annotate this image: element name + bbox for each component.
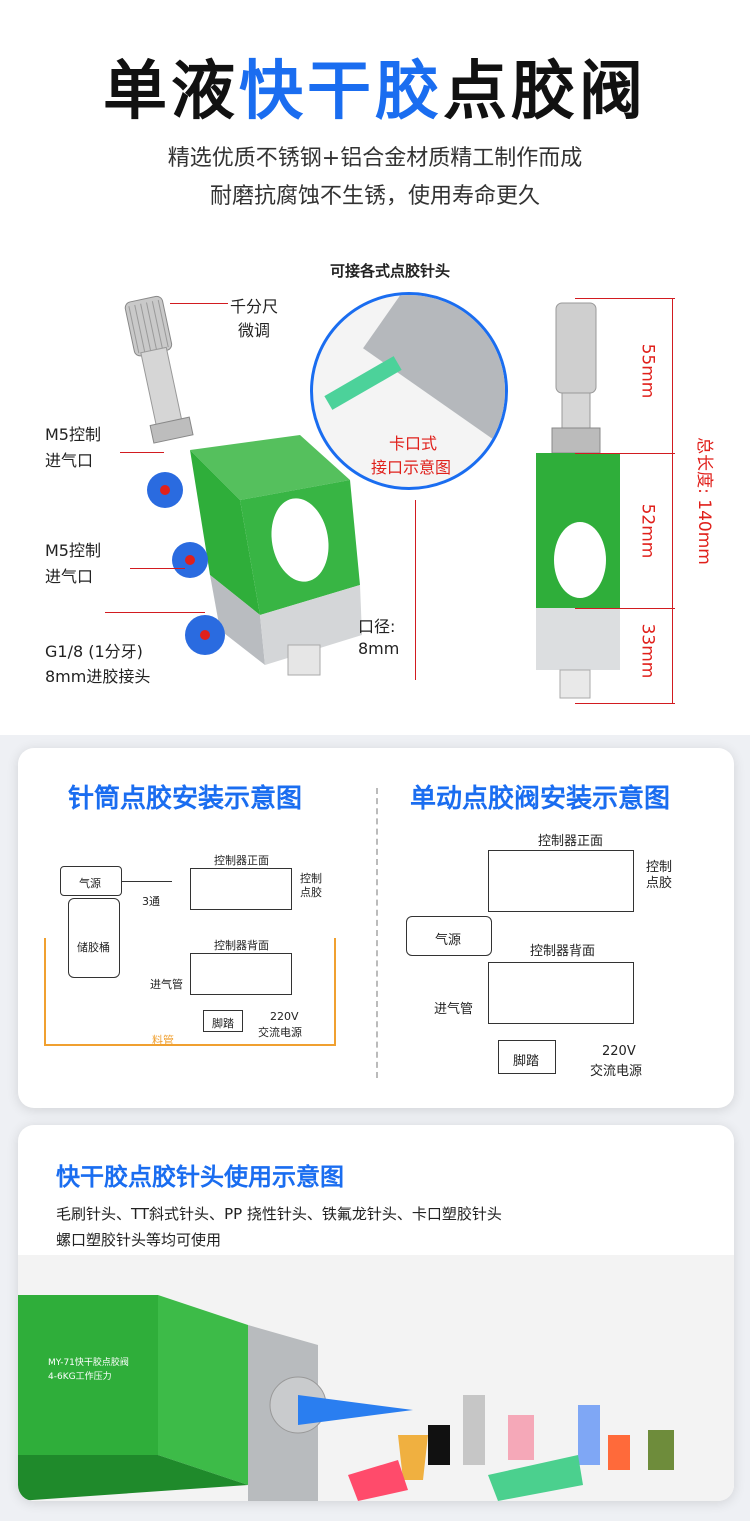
micrometer-leader [170,303,228,304]
left-pedal: 脚踏 [212,1017,234,1030]
needles-line2: 螺口塑胶针头等均可使用 [56,1231,222,1249]
needles-photo [18,1255,734,1501]
valve-label-plate: MY-71快干胶点胶阀 4-6KG工作压力 [48,1335,148,1405]
inlet-leader [105,612,205,613]
right-air-source: 气源 [435,933,462,948]
install-diagram-card: 针筒点胶安装示意图 单动点胶阀安装示意图 气源 3通 储胶桶 控制器正面 控制 … [18,748,734,1108]
right-pedal: 脚踏 [513,1054,540,1069]
dim-mid-label: 52mm [637,503,658,559]
feed-tube-line [44,938,336,1046]
dim-total-line [672,298,673,703]
m5-b-label-2: 进气口 [45,567,94,586]
title-part3: 点胶阀 [443,55,647,129]
dim-bottom-line [575,703,675,704]
micrometer-label-1: 千分尺 [230,297,279,316]
bayonet-label-2: 接口示意图 [371,458,452,477]
left-control-dispense-1: 控制 [300,872,322,885]
left-air-inlet: 进气管 [150,978,183,991]
bore-label-2: 8mm [358,639,400,658]
right-power-2: 交流电源 [590,1064,643,1079]
right-control-dispense-1: 控制 [646,860,673,875]
needles-valve-label-2: 4-6KG工作压力 [48,1372,112,1382]
right-diagram-title: 单动点胶阀安装示意图 [410,784,671,814]
needles-valve-label-1: MY-71快干胶点胶阀 [48,1358,129,1368]
feed-tube-label: 料管 [152,1034,174,1047]
inlet-label-2: 8mm进胶接头 [45,667,151,686]
total-length-label: 总长度: 140mm [693,437,714,565]
right-air-inlet: 进气管 [434,1002,474,1017]
dim-top-label: 55mm [637,343,658,399]
left-air-source: 气源 [79,877,101,890]
valve-illustration-right [536,302,620,699]
divider [376,788,378,1078]
left-controller-back [190,953,292,995]
three-way-label: 3通 [142,895,160,908]
subtitle-line1: 精选优质不锈钢+铝合金材质精工制作而成 [167,146,583,171]
reservoir-box: 储胶桶 [68,898,120,978]
bayonet-label-1: 卡口式 [389,434,438,453]
needles-card: 快干胶点胶针头使用示意图 毛刷针头、TT斜式针头、PP 挠性针头、铁氟龙针头、卡… [18,1125,734,1501]
needles-line1: 毛刷针头、TT斜式针头、PP 挠性针头、铁氟龙针头、卡口塑胶针头 [56,1205,502,1223]
title-part1: 单液 [103,55,239,129]
left-power-2: 交流电源 [258,1026,302,1039]
dim-lower-line [575,608,675,609]
dim-bottom-label: 33mm [637,623,658,679]
inlet-label-1: G1/8 (1分牙) [45,642,143,661]
dim-top-line [575,298,675,299]
valve-illustration-left [124,295,362,676]
micrometer-label-2: 微调 [238,321,271,340]
m5-a-label-1: M5控制 [45,425,101,444]
right-controller-front [488,850,634,912]
right-power-1: 220V [602,1044,636,1059]
subtitle-line2: 耐磨抗腐蚀不生锈，使用寿命更久 [209,184,540,209]
left-controller-back-label: 控制器背面 [214,939,269,952]
bayonet-leader [415,500,416,680]
left-diagram-title: 针筒点胶安装示意图 [68,784,303,814]
caption-top: 可接各式点胶针头 [330,262,451,280]
right-controller-front-label: 控制器正面 [538,834,604,849]
reservoir-label: 储胶桶 [77,941,110,954]
left-controller-front [190,868,292,910]
m5-b-leader [130,568,185,569]
right-controller-back [488,962,634,1024]
left-controller-front-label: 控制器正面 [214,854,269,867]
right-controller-back-label: 控制器背面 [530,944,596,959]
left-control-dispense-2: 点胶 [300,886,322,899]
needles-title: 快干胶点胶针头使用示意图 [56,1163,344,1191]
m5-b-label-1: M5控制 [45,541,101,560]
title-part2: 快干胶 [239,55,443,129]
right-pedal-box: 脚踏 [498,1040,556,1074]
left-air-source-box: 气源 [60,866,122,896]
m5-a-leader [120,452,164,453]
page-title: 单液快干胶点胶阀 [0,40,750,132]
left-power-1: 220V [270,1010,299,1023]
left-pedal-box: 脚踏 [203,1010,243,1032]
right-air-source-box: 气源 [406,916,492,956]
bore-label-1: 口径: [358,617,396,636]
m5-a-label-2: 进气口 [45,451,94,470]
dim-mid-line [575,453,675,454]
bayonet-zoom-circle: 卡口式 接口示意图 [310,292,508,490]
right-control-dispense-2: 点胶 [646,876,673,891]
